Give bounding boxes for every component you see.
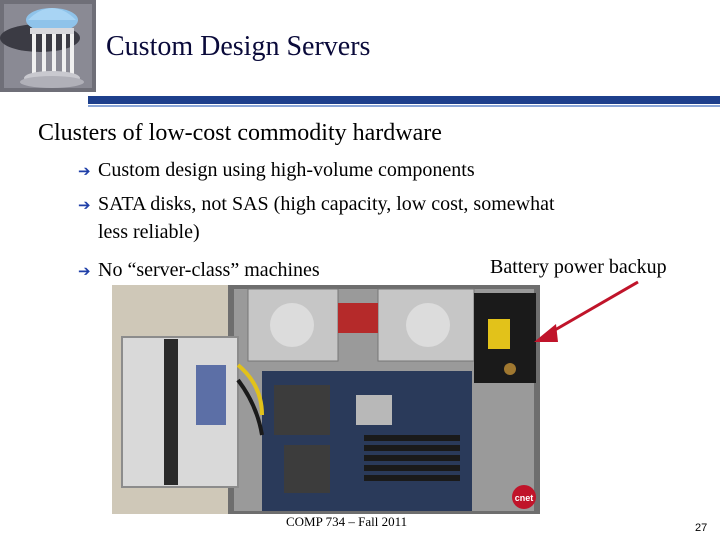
old-well-logo-icon: [0, 0, 96, 92]
main-heading: Clusters of low-cost commodity hardware: [38, 120, 442, 146]
bullet-text: Custom design using high-volume componen…: [98, 159, 475, 181]
arrow-right-icon: ➔: [78, 162, 91, 180]
bullet-item: ➔ SATA disks, not SAS (high capacity, low…: [78, 192, 555, 218]
arrow-right-icon: ➔: [78, 262, 91, 280]
slide-footer: COMP 734 – Fall 2011: [286, 514, 408, 529]
slide-title: Custom Design Servers: [106, 31, 371, 62]
red-arrow-icon: [534, 280, 639, 342]
cnet-badge: cnet: [515, 493, 534, 503]
bullet-text: No “server-class” machines: [98, 259, 320, 281]
arrow-right-icon: ➔: [78, 196, 91, 214]
bullet-text: SATA disks, not SAS (high capacity, low …: [98, 193, 555, 215]
title-rule: [88, 96, 720, 104]
server-photo: cnet: [112, 285, 540, 514]
bullet-continuation: less reliable): [98, 221, 200, 243]
page-number: 27: [695, 522, 708, 534]
battery-callout: Battery power backup: [490, 256, 667, 278]
bullet-item: ➔ No “server-class” machines: [78, 258, 320, 284]
title-rule-accent: [88, 105, 720, 107]
bullet-item: ➔ Custom design using high-volume compone…: [78, 158, 475, 184]
